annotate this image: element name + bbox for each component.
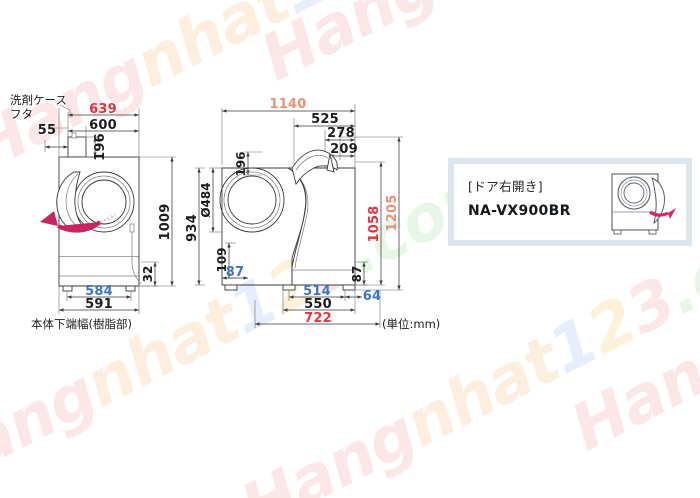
door-swing-arrow-path bbox=[57, 220, 102, 233]
open-door-top-panel-inner bbox=[295, 155, 329, 171]
dim-label-600: 600 bbox=[89, 118, 117, 133]
dim-label-87-left: 87 bbox=[226, 265, 245, 280]
label-detergent-case: 洗剤ケース bbox=[10, 93, 67, 107]
side-view-group: 1140 525 278 209 196 bbox=[185, 97, 403, 328]
detergent-case-outline bbox=[67, 136, 87, 158]
label-detergent-lid: フタ bbox=[10, 107, 33, 121]
dim-label-514: 514 bbox=[303, 284, 331, 299]
dim-label-32: 32 bbox=[141, 266, 155, 283]
dim-label-722: 722 bbox=[304, 311, 332, 326]
product-info-text: [ドア右開き] NA-VX900BR bbox=[468, 176, 571, 219]
dim-label-209: 209 bbox=[330, 142, 358, 157]
door-ring-mid bbox=[77, 175, 131, 229]
dim-label-278: 278 bbox=[327, 126, 355, 141]
dim-label-87-right: 87 bbox=[350, 266, 364, 283]
door-ring-inner bbox=[81, 179, 127, 225]
dim-label-55: 55 bbox=[38, 123, 57, 138]
side-door-curve-inner bbox=[293, 171, 309, 269]
label-unit-note: (単位:mm) bbox=[382, 317, 440, 331]
dim-label-525: 525 bbox=[311, 112, 339, 127]
dim-label-934: 934 bbox=[185, 214, 200, 242]
foot-right bbox=[125, 285, 136, 292]
dim-label-1009: 1009 bbox=[158, 204, 173, 241]
thumb-foot-right bbox=[648, 229, 657, 235]
dim-label-639: 639 bbox=[89, 102, 117, 117]
label-bottom-width-caption: 本体下端幅(樹脂部) bbox=[31, 317, 132, 331]
model-number-label: NA-VX900BR bbox=[468, 203, 571, 219]
dim-label-109: 109 bbox=[215, 247, 229, 272]
foot-left bbox=[62, 285, 73, 292]
dim-label-1205: 1205 bbox=[385, 195, 400, 232]
thumb-open-door bbox=[651, 177, 665, 225]
drum-ring-outer bbox=[219, 167, 285, 233]
dim-label-196: 196 bbox=[93, 133, 108, 161]
product-info-panel: [ドア右開き] NA-VX900BR bbox=[448, 158, 692, 246]
detergent-case-tab bbox=[71, 132, 77, 139]
cabinet-front-base bbox=[58, 257, 140, 287]
door-swing-arrow-tail bbox=[99, 213, 116, 224]
dim-label-550: 550 bbox=[304, 297, 332, 312]
side-foot-left bbox=[224, 284, 238, 291]
product-info-inner: [ドア右開き] NA-VX900BR bbox=[454, 164, 686, 240]
drain-hose bbox=[131, 225, 142, 285]
dim-label-484: Ø484 bbox=[199, 182, 213, 217]
dim-label-1140: 1140 bbox=[270, 97, 307, 112]
dim-label-591: 591 bbox=[85, 297, 113, 312]
dim-label-584: 584 bbox=[85, 284, 113, 299]
thumb-swing-arrow-head bbox=[668, 208, 676, 219]
thumb-door-ring-inner bbox=[623, 182, 645, 204]
hose-clip bbox=[129, 223, 135, 233]
open-door-top-panel bbox=[291, 149, 338, 186]
washer-thumbnail-svg bbox=[611, 173, 676, 235]
thumb-door-ring-outer bbox=[617, 176, 651, 210]
thumb-door-ring-mid bbox=[620, 179, 648, 207]
detergent-leader-line bbox=[59, 104, 71, 118]
thumb-swing-arrow bbox=[649, 210, 669, 217]
drum-ring-mid bbox=[223, 171, 281, 229]
door-type-label: [ドア右開き] bbox=[468, 179, 544, 194]
door-hinge-wedge bbox=[326, 153, 335, 173]
side-foot-mid bbox=[282, 284, 296, 291]
thumb-foot-left bbox=[613, 229, 622, 235]
thumb-cabinet bbox=[611, 173, 659, 231]
washer-thumbnail bbox=[600, 168, 678, 246]
front-view-group: 639 600 55 196 1009 32 bbox=[38, 102, 176, 314]
side-foot-right bbox=[342, 284, 356, 291]
door-swing-arrow-head bbox=[40, 211, 58, 226]
dim-label-1058: 1058 bbox=[367, 206, 382, 243]
drum-ring-inner bbox=[227, 175, 277, 225]
dim-label-196b: 196 bbox=[234, 151, 248, 176]
dim-label-64: 64 bbox=[363, 289, 382, 304]
